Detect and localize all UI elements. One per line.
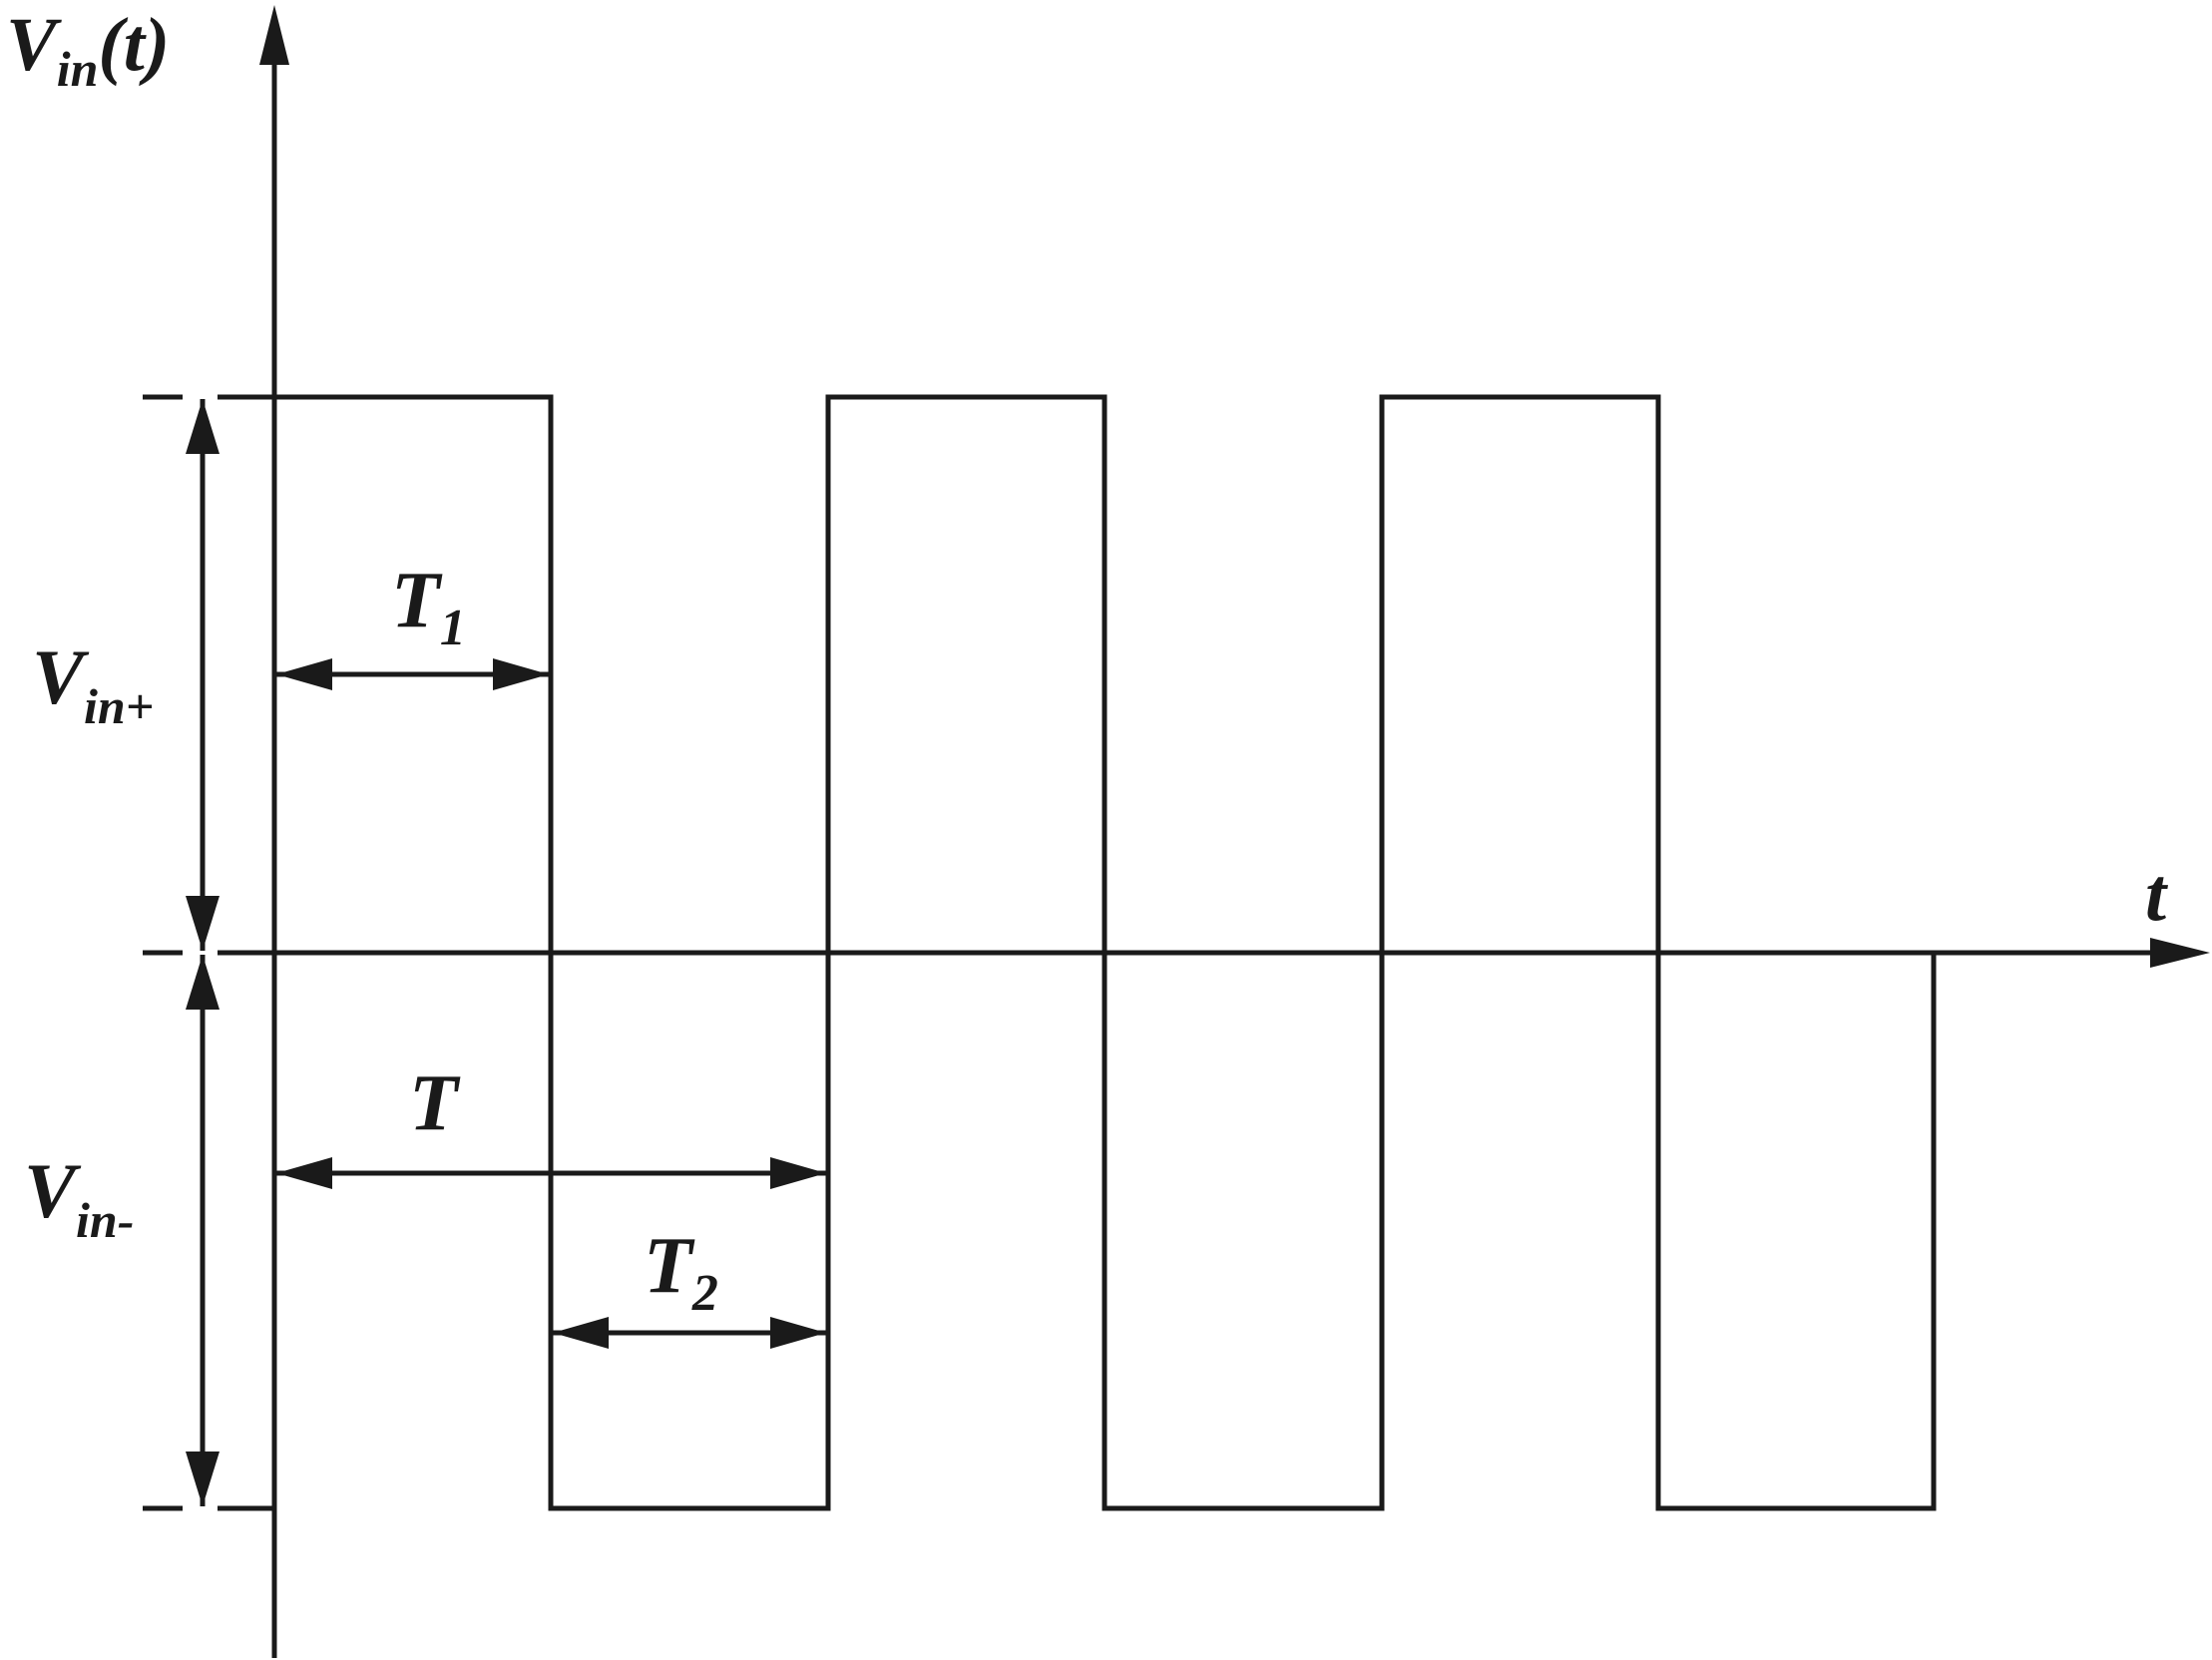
t-arrowhead-left [276, 1157, 332, 1189]
y-axis-arrowhead [259, 5, 289, 65]
t2-label: T2 [644, 1222, 718, 1322]
x-axis-arrowhead [2150, 938, 2210, 968]
vin-plus-arrowhead-top [186, 399, 220, 454]
x-axis-label: t [2145, 853, 2169, 937]
t1-arrowhead-left [276, 658, 332, 690]
t2-arrowhead-right [770, 1317, 826, 1349]
t1-label: T1 [391, 557, 466, 656]
t-arrowhead-right [770, 1157, 826, 1189]
square-waveform [274, 394, 1937, 1511]
vin-minus-arrowhead-top [186, 955, 220, 1010]
vin-plus-label: Vin+ [32, 633, 154, 734]
t2-arrowhead-left [553, 1317, 609, 1349]
vin-minus-arrowhead-bottom [186, 1452, 220, 1506]
y-axis-label: Vin(t) [6, 3, 170, 97]
t-label: T [409, 1059, 461, 1147]
vin-minus-label: Vin- [24, 1147, 134, 1248]
vin-plus-arrowhead-bottom [186, 896, 220, 951]
t1-arrowhead-right [493, 658, 549, 690]
